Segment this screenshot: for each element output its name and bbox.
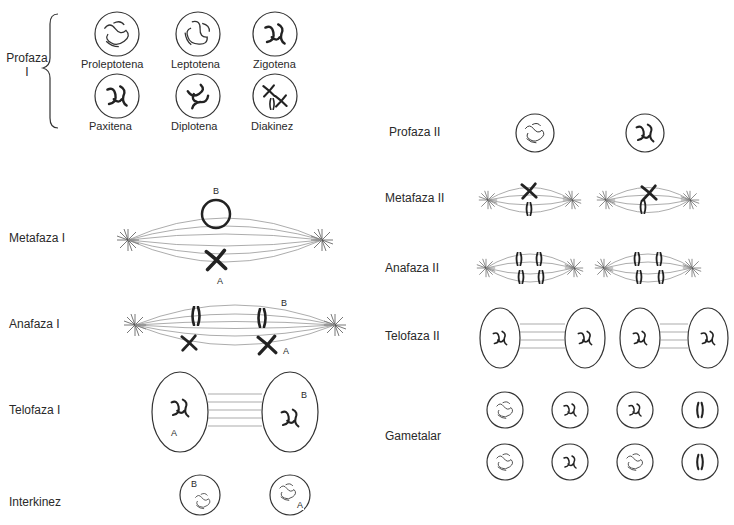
chromosome-letter: B: [190, 479, 198, 489]
stage-label: Profaza I: [4, 52, 50, 80]
stage-label: Interkinez: [8, 496, 62, 510]
stage-label: Diplotena: [170, 120, 218, 133]
stage-label: Profaza II: [388, 126, 441, 140]
chromosome-letter: B: [280, 298, 288, 308]
stage-label: Leptotena: [170, 58, 221, 71]
stage-label: Telofaza II: [384, 330, 441, 344]
stage-label: Paxitena: [88, 120, 133, 133]
stage-label: Anafaza II: [384, 262, 440, 276]
stage-label: Anafaza I: [8, 318, 61, 332]
chromosome-letter: A: [216, 276, 224, 286]
chromosome-letter: B: [212, 186, 220, 196]
stage-label: Telofaza I: [8, 404, 61, 418]
stage-label: Metafaza I: [8, 232, 66, 246]
stage-label: Diakinez: [250, 120, 294, 133]
stage-label: Zigotena: [252, 58, 297, 71]
stage-label: Metafaza II: [384, 192, 445, 206]
chromosome-letter: A: [170, 428, 178, 438]
chromosome-letter: B: [300, 390, 308, 400]
stage-label: Proleptotena: [80, 58, 144, 71]
chromosome-letter: A: [296, 500, 304, 510]
stage-label: Gametalar: [384, 430, 442, 444]
chromosome-letter: A: [282, 346, 290, 356]
